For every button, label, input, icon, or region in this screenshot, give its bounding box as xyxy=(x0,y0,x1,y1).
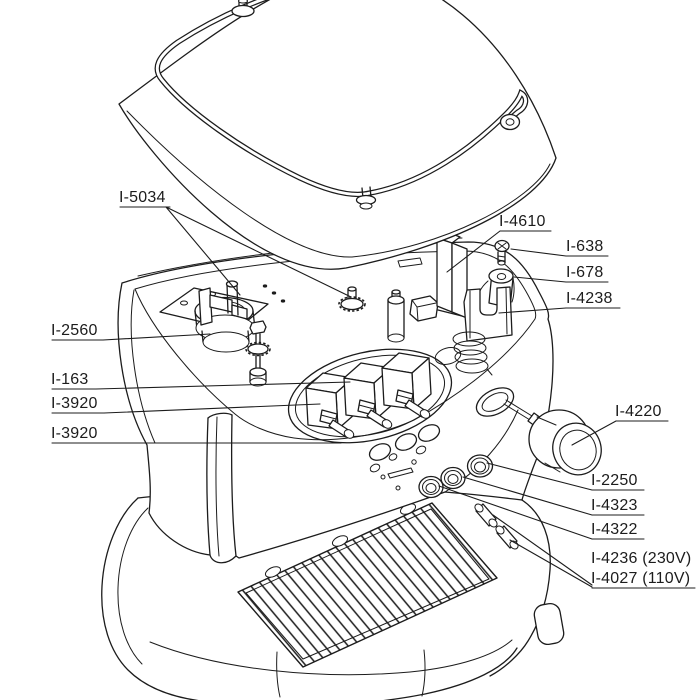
leader-i-4220 xyxy=(571,420,669,446)
part-label-i-4238: I-4238 xyxy=(566,290,613,307)
leader-i-638 xyxy=(510,248,609,257)
gauge-capillary-tube xyxy=(503,399,533,421)
screw xyxy=(494,239,510,266)
leader-i-2560 xyxy=(51,333,211,341)
part-label-i-3920b: I-3920 xyxy=(51,425,98,442)
part-label-i-4027: I-4027 (110V) xyxy=(591,570,691,587)
knob-rings xyxy=(418,454,494,499)
leader-i-5034 xyxy=(119,206,352,298)
leader-lines xyxy=(51,206,696,589)
part-label-i-2560: I-2560 xyxy=(51,322,98,339)
part-label-i-3920a: I-3920 xyxy=(51,395,98,412)
top-lid xyxy=(118,0,557,270)
part-label-i-5034: I-5034 xyxy=(119,189,166,206)
leader-i-4236-4027 xyxy=(492,514,696,589)
front-panel-holes xyxy=(368,424,441,491)
ring-front xyxy=(418,475,444,499)
clip-bracket xyxy=(463,286,513,342)
leader-i-4323 xyxy=(462,476,645,516)
deck-grommet xyxy=(338,286,366,312)
spring xyxy=(452,331,493,376)
rail-foot xyxy=(355,186,377,210)
side-vent-hole xyxy=(475,387,515,417)
base-foot xyxy=(533,602,565,646)
part-label-i-4322: I-4322 xyxy=(591,521,638,538)
ring-rear xyxy=(466,454,494,478)
washer-grommet xyxy=(488,268,514,284)
ring-middle xyxy=(440,466,466,490)
cup-rail xyxy=(154,0,529,210)
leader-i-4610 xyxy=(446,230,552,273)
front-pillar xyxy=(206,412,237,557)
part-label-i-163: I-163 xyxy=(51,371,89,388)
part-label-i-4323: I-4323 xyxy=(591,497,638,514)
leader-i-678 xyxy=(513,276,609,283)
leader-i-163 xyxy=(51,381,351,390)
rail-foot xyxy=(231,0,255,18)
leader-i-2250 xyxy=(486,462,645,491)
front-slot xyxy=(387,467,414,479)
part-label-i-4236: I-4236 (230V) xyxy=(591,550,692,567)
valve-block xyxy=(409,295,439,322)
leader-i-4322 xyxy=(438,485,645,540)
leader-i-4238 xyxy=(498,307,621,314)
drip-tray-grate xyxy=(237,502,498,668)
part-label-i-2250: I-2250 xyxy=(591,472,638,489)
part-label-i-678: I-678 xyxy=(566,264,604,281)
leader-i-3920a xyxy=(51,403,321,414)
rail-foot xyxy=(499,113,521,131)
part-label-i-4220: I-4220 xyxy=(615,403,662,420)
thermostat xyxy=(198,280,248,326)
deck-opening xyxy=(287,348,453,444)
part-label-i-638: I-638 xyxy=(566,238,604,255)
indicator-lamp-pins xyxy=(474,503,519,550)
part-label-i-4610: I-4610 xyxy=(499,213,546,230)
